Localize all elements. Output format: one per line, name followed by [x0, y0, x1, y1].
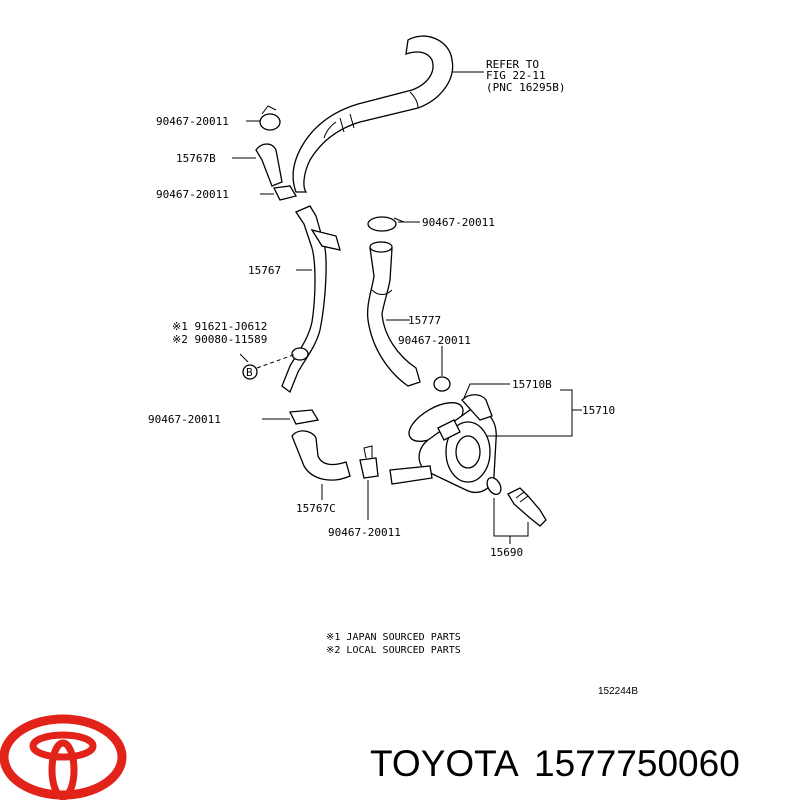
clamp-right-mid — [433, 376, 451, 392]
clamp-bottom — [359, 445, 379, 479]
label-hose-15767: 15767 — [248, 264, 281, 277]
hose-15767c — [291, 430, 351, 481]
label-hose-15767b: 15767B — [176, 152, 216, 165]
label-clamp-bottom: 90467-20011 — [328, 526, 401, 539]
label-clamp-right-top: 90467-20011 — [422, 216, 495, 229]
clamp-2 — [273, 185, 298, 201]
label-hose-15767c: 15767C — [296, 502, 336, 515]
toyota-logo-icon — [0, 714, 127, 800]
label-clamp-2: 90467-20011 — [156, 188, 229, 201]
clamp-top — [259, 105, 281, 131]
label-clamp-left-low: 90467-20011 — [148, 413, 221, 426]
brand-name: TOYOTA — [370, 743, 519, 784]
hose-15777 — [366, 241, 421, 387]
clamp-right-top — [367, 216, 405, 232]
clamp-left-low — [288, 409, 320, 425]
upper-radiator-hose — [292, 35, 454, 193]
label-cooler-15710: 15710 — [582, 404, 615, 417]
note-local: ※2 LOCAL SOURCED PARTS — [326, 645, 461, 656]
oil-pressure-switch — [486, 476, 547, 527]
bolt-marker-circle — [242, 364, 258, 380]
note-japan: ※1 JAPAN SOURCED PARTS — [326, 632, 461, 643]
label-switch-15690: 15690 — [490, 546, 523, 559]
label-bolt-1: ※1 91621-J0612 — [172, 320, 267, 333]
refer-line-2: FIG 22-11 — [486, 69, 546, 82]
label-hose-15777: 15777 — [408, 314, 441, 327]
hose-15767 — [281, 205, 341, 394]
label-bolt-marker: B — [246, 366, 253, 379]
refer-line-1: REFER TO — [486, 58, 539, 71]
label-bolt-2: ※2 90080-11589 — [172, 333, 267, 346]
hose-15767b — [255, 143, 283, 187]
figure-code: 152244B — [598, 686, 638, 697]
refer-note: REFER TO FIG 22-11 (PNC 16295B) — [452, 58, 565, 94]
oil-cooler — [389, 394, 497, 493]
label-cooler-15710b: 15710B — [512, 378, 552, 391]
part-number: 1577750060 — [534, 743, 740, 784]
label-clamp-right-mid: 90467-20011 — [398, 334, 471, 347]
label-clamp-top: 90467-20011 — [156, 115, 229, 128]
refer-line-3: (PNC 16295B) — [486, 81, 565, 94]
